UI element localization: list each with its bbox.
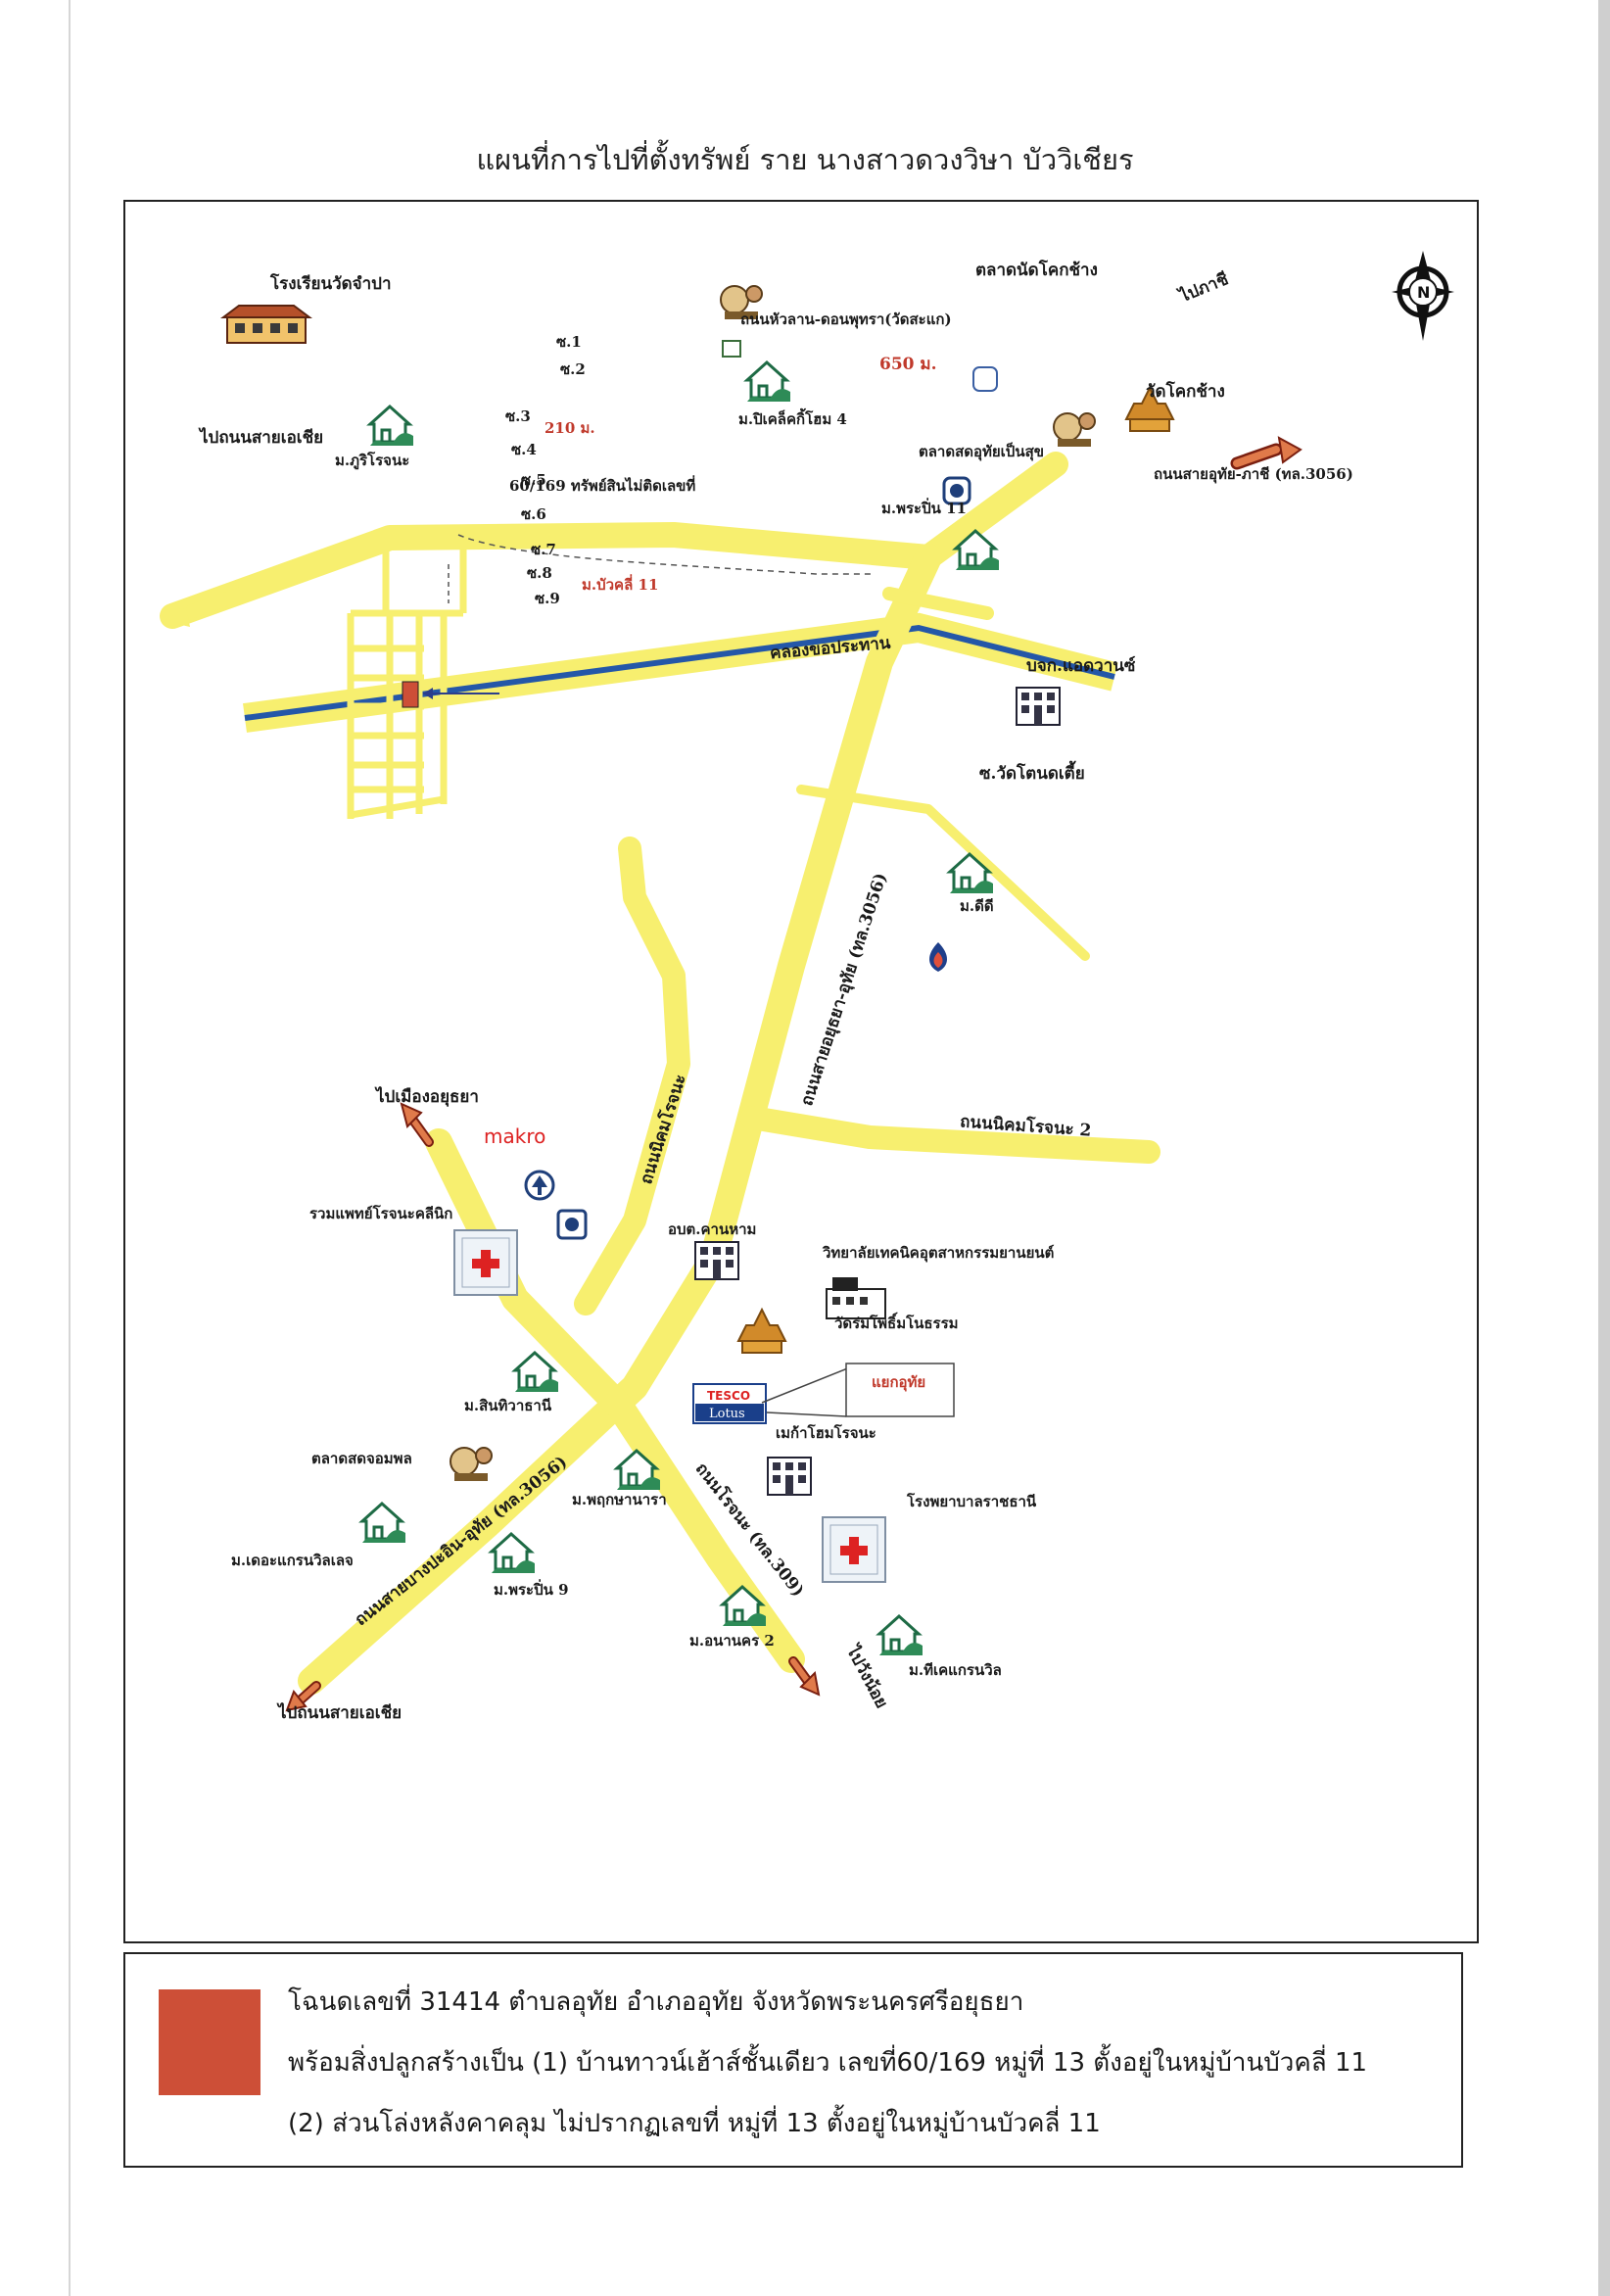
soi-1-label: ซ.1 — [556, 333, 582, 351]
m-anan-label: ม.อนานคร 2 — [689, 1632, 775, 1650]
soi-4-label: ซ.4 — [511, 441, 537, 458]
wat-kokchang-label: วัดโคกช้าง — [1146, 382, 1225, 402]
gas-station-icon — [929, 942, 947, 972]
market-icon — [1053, 412, 1096, 447]
road-ayutthaya-uthai — [298, 544, 942, 1695]
soi-8-label: ซ.8 — [527, 564, 552, 582]
legend-line-3: (2) ส่วนโล่งหลังคาคลุม ไม่ปรากฏเลขที่ หม… — [288, 2109, 1101, 2138]
road-top — [160, 452, 1068, 629]
makro-label: makro — [484, 1124, 546, 1148]
route-sign-icon — [722, 340, 741, 358]
clinic-label: รวมแพทย์โรจนะคลีนิก — [309, 1205, 453, 1222]
office-building-icon — [767, 1457, 812, 1496]
tesco-lotus-logo: TESCO Lotus — [692, 1383, 767, 1424]
soi-2-label: ซ.2 — [560, 360, 586, 378]
soi-5-label: ซ.5 — [521, 471, 546, 489]
hospital-icon — [822, 1516, 886, 1583]
house-icon — [877, 1614, 924, 1657]
soi-9-label: ซ.9 — [535, 590, 560, 607]
temple-icon — [737, 1309, 786, 1354]
road-nikhom-rojana-2 — [740, 1106, 1160, 1164]
soi-wat-tontia-label: ซ.วัดโตนดเตี้ย — [979, 764, 1085, 784]
obt-khanham-label: อบต.คานหาม — [668, 1220, 757, 1238]
north-letter: N — [1417, 283, 1430, 302]
m-pickel-label: ม.ปิเคล็คกิ้โฮม 4 — [738, 410, 847, 428]
mega-home-label: เมก้าโฮมโรจนะ — [776, 1424, 876, 1442]
m-buakhli-label: ม.บัวคลี่ 11 — [582, 576, 659, 594]
binder-margin-line — [69, 0, 71, 2296]
village-grid — [347, 532, 467, 819]
wat-rom-label: วัดร่มโพธิ์มโนธรรม — [834, 1315, 959, 1332]
m-dd-label: ม.ดีดี — [960, 897, 994, 915]
asset-plot-marker — [402, 681, 419, 708]
tesco-text: TESCO — [707, 1389, 750, 1403]
yaek-uthai-callout — [845, 1363, 955, 1417]
m-praphin9-label: ม.พระปิ่น 9 — [494, 1581, 569, 1599]
house-icon — [490, 1532, 537, 1575]
signpost-icon — [972, 366, 998, 392]
house-icon — [360, 1502, 407, 1545]
location-map: N — [123, 200, 1479, 1943]
legend-box: โฉนดเลขที่ 31414 ตำบลอุทัย อำเภออุทัย จั… — [123, 1952, 1463, 2168]
direction-arrows — [165, 436, 1302, 1712]
to-ayutthaya-label: ไปเมืองอยุธยา — [376, 1087, 479, 1107]
lotus-text: Lotus — [709, 1407, 745, 1421]
market-icon — [720, 285, 763, 319]
m-tk-label: ม.ทีเคแกรนวิล — [909, 1661, 1002, 1679]
soi-6-label: ซ.6 — [521, 505, 546, 523]
legend-line-2: พร้อมสิ่งปลูกสร้างเป็น (1) บ้านทาวน์เฮ้า… — [288, 2048, 1368, 2078]
distance-210-label: 210 ม. — [545, 419, 595, 437]
college-label: วิทยาลัยเทคนิคอุตสาหกรรมยานยนต์ — [823, 1244, 1055, 1262]
office-building-icon — [1016, 687, 1061, 726]
road-nikhom-rojana — [574, 837, 690, 1315]
m-phuri-label: ม.ภูริโรจนะ — [335, 452, 410, 469]
legend-line-1: โฉนดเลขที่ 31414 ตำบลอุทัย อำเภออุทัย จั… — [288, 1987, 1024, 2017]
scan-edge — [1598, 0, 1610, 2296]
bor-chor-kor-label: บจก.แอดวานซ์ — [1026, 656, 1136, 676]
bank-icon — [524, 1170, 555, 1201]
house-icon — [368, 405, 415, 448]
to-asia-top-label: ไปถนนสายเอเชีย — [200, 428, 324, 448]
asset-pointer-head — [423, 688, 433, 699]
hospital-label: โรงพยาบาลราชธานี — [907, 1493, 1037, 1510]
yaek-uthai-label: แยกอุทัย — [872, 1373, 926, 1391]
school-label: โรงเรียนวัดจำปา — [270, 274, 392, 294]
bank-icon — [556, 1209, 588, 1240]
map-canvas: N — [160, 251, 1454, 1712]
hospital-icon — [453, 1229, 518, 1296]
m-sinthiwa-label: ม.สินทิวาธานี — [464, 1397, 552, 1414]
office-building-icon — [694, 1241, 739, 1280]
market-icon — [450, 1447, 493, 1481]
road-3056-label: ถนนสายอุทัย-ภาชี (ทล.3056) — [1154, 465, 1353, 483]
college-icon — [826, 1277, 886, 1319]
soi-wat-tontia-road — [796, 785, 1090, 961]
canal-line — [244, 624, 1115, 721]
m-grandville-label: ม.เดอะแกรนวิลเลจ — [231, 1552, 354, 1569]
branch-road — [882, 587, 994, 620]
house-icon — [513, 1351, 560, 1394]
soi-3-label: ซ.3 — [505, 407, 531, 425]
distance-650-label: 650 ม. — [879, 355, 937, 374]
m-phruksa-label: ม.พฤกษานารา — [572, 1491, 667, 1508]
soi-7-label: ซ.7 — [531, 541, 556, 558]
asset-label: 60/169 ทรัพย์สินไม่ติดเลขที่ — [509, 477, 696, 495]
m-praphin11-label: ม.พระปิ่น 11 — [881, 500, 967, 517]
to-asia-bottom-label: ไปถนนสายเอเชีย — [278, 1703, 402, 1723]
legend-asset-swatch — [159, 1989, 260, 2095]
market-uthai-label: ตลาดสดอุทัยเป็นสุข — [919, 443, 1044, 460]
market-amphon-label: ตลาดสดจอมพล — [311, 1450, 412, 1467]
road-top-label: ถนนหัวลาน-ดอนพุทรา(วัดสะแก) — [740, 311, 952, 328]
house-icon — [745, 360, 792, 404]
page-title: แผนที่การไปที่ตั้งทรัพย์ ราย นางสาวดวงวิ… — [476, 143, 1134, 176]
north-arrow: N — [1392, 251, 1454, 341]
school-icon — [220, 305, 312, 344]
market-kokchang-label: ตลาดนัดโคกช้าง — [975, 261, 1098, 280]
